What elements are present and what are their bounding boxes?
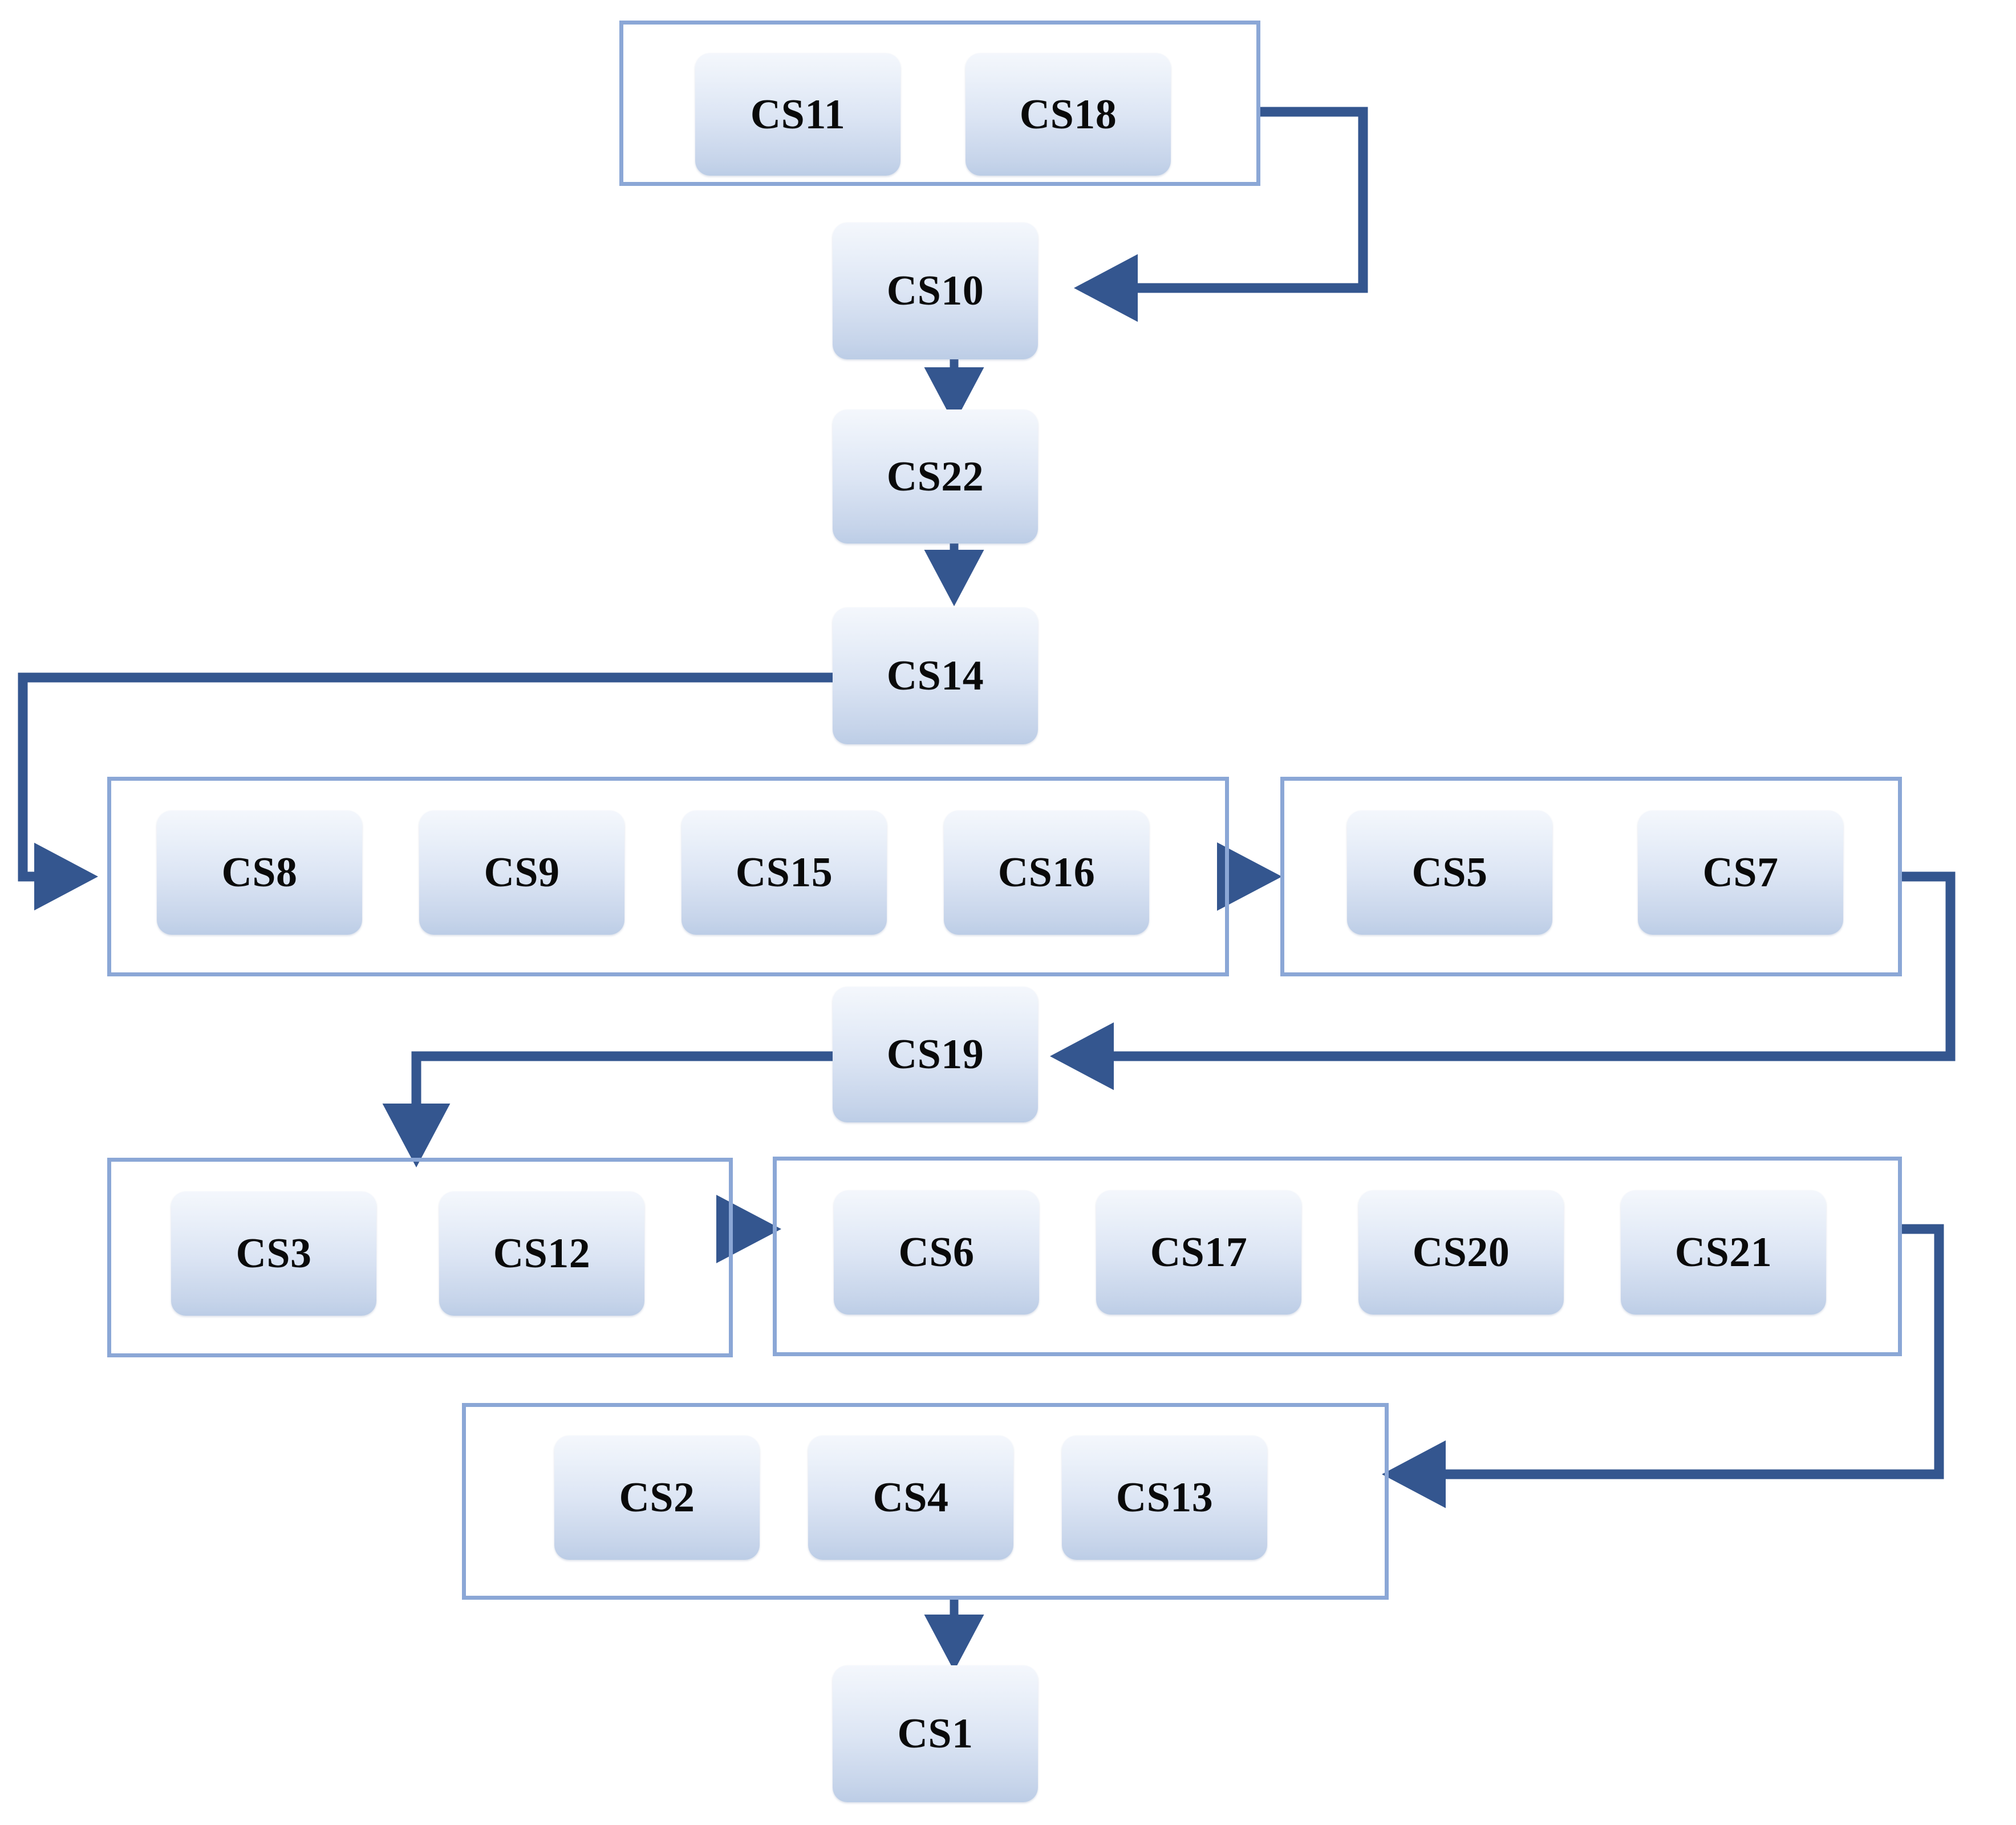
node-label: CS12 — [493, 1230, 591, 1277]
node-label: CS18 — [1019, 91, 1117, 138]
node-label: CS15 — [735, 849, 833, 896]
node-cs18[interactable]: CS18 — [966, 53, 1171, 176]
node-label: CS13 — [1116, 1474, 1214, 1521]
node-label: CS10 — [886, 267, 984, 314]
node-cs4[interactable]: CS4 — [808, 1435, 1013, 1560]
node-cs20[interactable]: CS20 — [1358, 1190, 1564, 1315]
node-label: CS6 — [898, 1229, 975, 1276]
node-cs22[interactable]: CS22 — [833, 409, 1038, 544]
node-label: CS4 — [873, 1474, 949, 1521]
node-cs19[interactable]: CS19 — [833, 987, 1038, 1122]
node-label: CS3 — [236, 1230, 312, 1277]
node-label: CS11 — [750, 91, 846, 138]
node-label: CS2 — [619, 1474, 695, 1521]
node-label: CS9 — [484, 849, 560, 896]
node-label: CS8 — [221, 849, 298, 896]
node-label: CS22 — [886, 453, 984, 500]
node-cs12[interactable]: CS12 — [439, 1191, 644, 1316]
node-label: CS14 — [886, 652, 984, 699]
group-box-low-right: CS6 CS17 CS20 CS21 — [773, 1157, 1902, 1356]
node-cs17[interactable]: CS17 — [1096, 1190, 1301, 1315]
node-cs2[interactable]: CS2 — [554, 1435, 760, 1560]
node-label: CS1 — [897, 1710, 973, 1757]
node-cs21[interactable]: CS21 — [1621, 1190, 1826, 1315]
node-label: CS19 — [886, 1031, 984, 1078]
group-box-bottom: CS2 CS4 CS13 — [462, 1403, 1389, 1600]
node-cs8[interactable]: CS8 — [157, 810, 362, 935]
node-cs11[interactable]: CS11 — [695, 53, 900, 176]
node-label: CS20 — [1412, 1229, 1510, 1276]
node-cs5[interactable]: CS5 — [1347, 810, 1552, 935]
group-box-low-left: CS3 CS12 — [107, 1158, 733, 1357]
node-label: CS16 — [997, 849, 1096, 896]
node-cs15[interactable]: CS15 — [682, 810, 887, 935]
node-cs14[interactable]: CS14 — [833, 607, 1038, 744]
node-cs9[interactable]: CS9 — [419, 810, 624, 935]
group-box-mid-left: CS8 CS9 CS15 CS16 — [107, 777, 1229, 976]
node-label: CS21 — [1674, 1229, 1772, 1276]
group-box-top: CS11 CS18 — [619, 21, 1260, 186]
node-cs1[interactable]: CS1 — [833, 1665, 1038, 1802]
node-cs3[interactable]: CS3 — [171, 1191, 376, 1316]
node-cs10[interactable]: CS10 — [833, 222, 1038, 359]
node-label: CS7 — [1702, 849, 1779, 896]
node-label: CS5 — [1411, 849, 1488, 896]
node-cs6[interactable]: CS6 — [834, 1190, 1039, 1315]
group-box-mid-right: CS5 CS7 — [1280, 777, 1902, 976]
node-cs16[interactable]: CS16 — [944, 810, 1149, 935]
node-label: CS17 — [1150, 1229, 1248, 1276]
node-cs13[interactable]: CS13 — [1062, 1435, 1267, 1560]
node-cs7[interactable]: CS7 — [1638, 810, 1843, 935]
